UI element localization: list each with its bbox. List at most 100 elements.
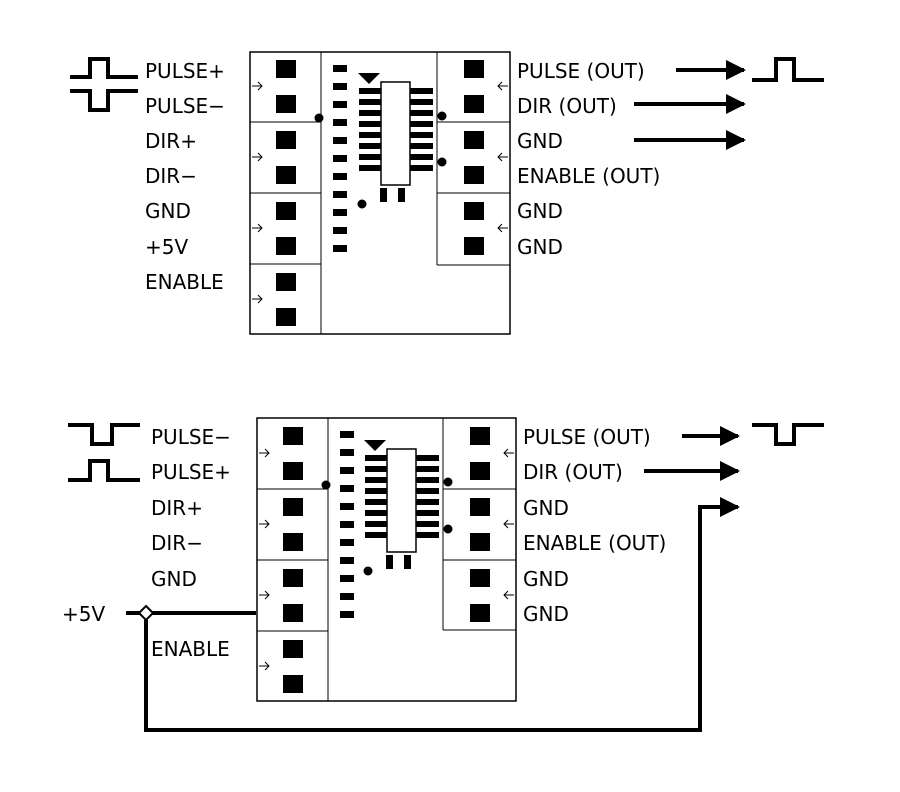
- label-dir-out: DIR (OUT): [517, 94, 617, 118]
- output-pulse-waveform: [752, 57, 824, 82]
- left-terminal-pads: [283, 427, 303, 693]
- terminal-pad: [276, 95, 296, 113]
- label-enable-out: ENABLE (OUT): [517, 164, 660, 188]
- terminal-pad: [276, 308, 296, 326]
- terminal-pad: [283, 462, 303, 480]
- terminal-pad: [283, 569, 303, 587]
- left-terminal-pads: [276, 60, 296, 326]
- label-pulse-out: PULSE (OUT): [517, 59, 645, 83]
- solder-dot: [443, 477, 453, 487]
- terminal-arrow-icon: [252, 294, 263, 304]
- solder-dot: [314, 113, 324, 123]
- label-enable: ENABLE: [151, 637, 230, 661]
- terminal-pad: [283, 604, 303, 622]
- board: [256, 417, 517, 702]
- label-pulse-minus: PULSE−: [151, 425, 231, 449]
- label-gnd-2: GND: [517, 199, 563, 223]
- label-pulse-plus: PULSE+: [145, 59, 225, 83]
- terminal-arrow-icon: [259, 519, 270, 529]
- label-pulse-plus: PULSE+: [151, 460, 231, 484]
- terminal-pad: [283, 640, 303, 658]
- terminal-pad: [464, 60, 484, 78]
- pulse-plus-waveform: [70, 57, 138, 79]
- pin1-marker-icon: [358, 73, 380, 84]
- label-dir-plus: DIR+: [145, 129, 197, 153]
- right-terminal-pads: [470, 427, 490, 622]
- terminal-pad: [283, 498, 303, 516]
- solder-dot: [437, 111, 447, 121]
- label-gnd-3: GND: [517, 235, 563, 259]
- solder-dot: [321, 480, 331, 490]
- label-gnd: GND: [151, 567, 197, 591]
- terminal-pad: [276, 237, 296, 255]
- terminal-pad: [464, 95, 484, 113]
- terminal-arrow-icon: [497, 152, 508, 162]
- label-gnd-2: GND: [523, 567, 569, 591]
- label-gnd-3: GND: [523, 602, 569, 626]
- terminal-pad: [470, 427, 490, 445]
- terminal-arrow-icon: [252, 152, 263, 162]
- label-gnd-out: GND: [517, 129, 563, 153]
- label-5v: +5V: [145, 235, 188, 259]
- terminal-pad: [464, 237, 484, 255]
- ic-chip: [364, 440, 439, 569]
- pin-column: [333, 65, 347, 252]
- pin1-marker-icon: [364, 440, 386, 451]
- pulse-minus-waveform: [70, 89, 138, 112]
- terminal-pad: [464, 202, 484, 220]
- label-enable: ENABLE: [145, 270, 224, 294]
- terminal-arrow-icon: [259, 661, 270, 671]
- label-dir-minus: DIR−: [151, 531, 203, 555]
- terminal-pad: [464, 131, 484, 149]
- terminal-arrow-icon: [259, 448, 270, 458]
- pulse-plus-waveform: [68, 459, 140, 482]
- terminal-pad: [283, 675, 303, 693]
- label-dir-out: DIR (OUT): [523, 460, 623, 484]
- terminal-pad: [470, 533, 490, 551]
- terminal-pad: [276, 273, 296, 291]
- terminal-pad: [283, 427, 303, 445]
- junction-node-icon: [137, 604, 155, 622]
- terminal-pad: [470, 604, 490, 622]
- board: [249, 51, 511, 335]
- solder-dot: [357, 199, 367, 209]
- terminal-arrow-icon: [503, 448, 514, 458]
- terminal-pad: [276, 131, 296, 149]
- terminal-pad: [276, 166, 296, 184]
- label-gnd: GND: [145, 199, 191, 223]
- terminal-pad: [276, 60, 296, 78]
- ic-body: [380, 81, 411, 186]
- ic-chip: [358, 73, 433, 202]
- label-pulse-minus: PULSE−: [145, 94, 225, 118]
- terminal-arrow-icon: [503, 590, 514, 600]
- solder-dot: [437, 157, 447, 167]
- terminal-pad: [276, 202, 296, 220]
- label-dir-minus: DIR−: [145, 164, 197, 188]
- label-dir-plus: DIR+: [151, 496, 203, 520]
- terminal-pad: [283, 533, 303, 551]
- label-external-5v: +5V: [62, 602, 105, 626]
- bottom-diagram: PULSE− PULSE+ DIR+ DIR− GND ENABLE +5V: [62, 417, 824, 732]
- terminal-pad: [470, 569, 490, 587]
- terminal-pad: [464, 166, 484, 184]
- output-pulse-waveform: [752, 423, 824, 446]
- loopback-wire: [144, 505, 716, 732]
- solder-dot: [443, 524, 453, 534]
- top-diagram: PULSE+ PULSE− DIR+ DIR− GND +5V ENABLE: [70, 51, 824, 335]
- terminal-arrow-icon: [252, 223, 263, 233]
- terminal-pad: [470, 462, 490, 480]
- terminal-arrow-icon: [259, 590, 270, 600]
- label-pulse-out: PULSE (OUT): [523, 425, 651, 449]
- label-gnd-out: GND: [523, 496, 569, 520]
- right-terminal-pads: [464, 60, 484, 255]
- terminal-arrow-icon: [503, 519, 514, 529]
- solder-dot: [363, 566, 373, 576]
- terminal-arrow-icon: [252, 81, 263, 91]
- pulse-minus-waveform: [68, 423, 140, 446]
- label-enable-out: ENABLE (OUT): [523, 531, 666, 555]
- terminal-pad: [470, 498, 490, 516]
- ic-body: [386, 448, 417, 553]
- terminal-arrow-icon: [497, 81, 508, 91]
- terminal-arrow-icon: [497, 223, 508, 233]
